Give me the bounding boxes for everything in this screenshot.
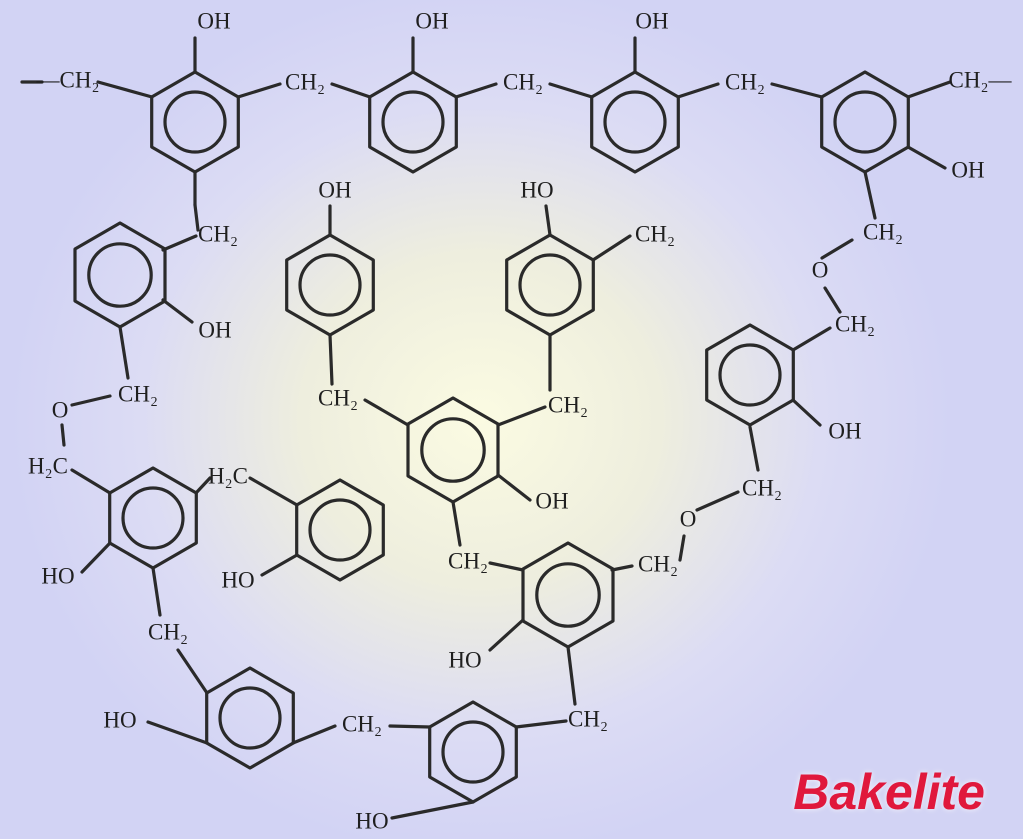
atom-label: OH [635,8,668,33]
atom-label: CH₂ [568,706,608,731]
atom-label: O [812,257,829,282]
atom-label: OH [318,177,351,202]
aromatic-circle [121,486,185,550]
benzene-ring [505,233,595,337]
atom-label: OH [415,8,448,33]
benzene-ring [205,666,295,770]
atom-label: CH₂ [635,221,675,246]
atom-label: HO [221,567,254,592]
benzene-ring [521,541,615,649]
ring-hexagon [820,70,910,174]
aromatic-circle [308,498,372,562]
benzene-ring [150,70,240,174]
atom-label: HO [448,647,481,672]
atom-label: CH₂ [198,221,238,246]
atom-label: OH [198,317,231,342]
bond-lines [20,36,952,820]
atom-label: H₂C [28,453,68,478]
atom-label: HO [41,563,74,588]
atom-label: OH [828,418,861,443]
atom-label: CH₂ [863,219,903,244]
benzene-ring [820,70,910,174]
atom-label: CH₂ [285,69,325,94]
aromatic-circle [163,90,227,154]
atom-label: H₂C [208,463,248,488]
atom-label: O [52,397,69,422]
ring-hexagon [108,466,198,570]
ring-hexagon [368,70,458,174]
ring-hexagon [521,541,615,649]
benzene-ring [705,323,795,427]
benzene-rings [73,70,910,804]
aromatic-circle [518,253,582,317]
aromatic-circle [441,720,505,784]
atom-label: CH₂ [638,551,678,576]
ring-hexagon [285,233,375,337]
benzene-ring [295,478,385,582]
aromatic-circle [381,90,445,154]
ring-hexagon [150,70,240,174]
atom-label: HO [520,177,553,202]
ring-hexagon [295,478,385,582]
atom-label: CH₂ [318,385,358,410]
atom-label: —CH₂ [36,67,100,92]
atom-label: CH₂ [835,311,875,336]
ring-hexagon [505,233,595,337]
ring-hexagon [590,70,680,174]
atom-label: CH₂ [448,548,488,573]
atom-label: CH₂ [548,392,588,417]
aromatic-circle [218,686,282,750]
ring-hexagon [205,666,295,770]
aromatic-circle [833,90,897,154]
aromatic-circle [603,90,667,154]
atom-label: CH₂ [118,381,158,406]
diagram-title: Bakelite [793,764,985,820]
ring-hexagon [428,700,518,804]
atom-label: CH₂ [503,69,543,94]
atom-label: CH₂ [725,69,765,94]
atom-label: CH₂ [742,475,782,500]
atom-label: CH₂ [148,619,188,644]
atom-label: OH [535,488,568,513]
ring-hexagon [406,396,500,504]
aromatic-circle [298,253,362,317]
benzene-ring [108,466,198,570]
benzene-ring [368,70,458,174]
atom-label: HO [103,707,136,732]
benzene-ring [406,396,500,504]
aromatic-circle [535,562,601,628]
atom-label: CH₂— [949,67,1013,92]
benzene-ring [590,70,680,174]
benzene-ring [285,233,375,337]
benzene-ring [73,221,167,329]
atom-label: OH [951,157,984,182]
aromatic-circle [718,343,782,407]
ring-hexagon [73,221,167,329]
atom-label: HO [355,808,388,833]
aromatic-circle [420,417,486,483]
aromatic-circle [87,242,153,308]
atom-label: CH₂ [342,711,382,736]
atom-label: OH [197,8,230,33]
ring-hexagon [705,323,795,427]
atom-label: O [680,506,697,531]
benzene-ring [428,700,518,804]
